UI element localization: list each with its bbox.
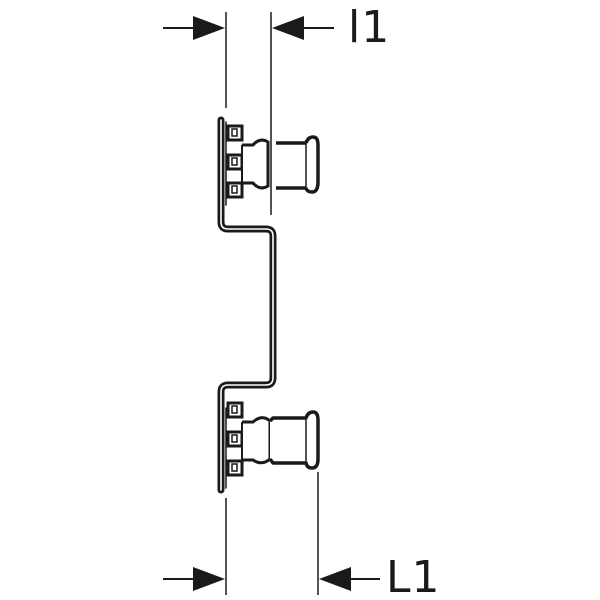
arrowhead-right-icon (193, 567, 225, 591)
arrowhead-right-icon (193, 16, 225, 40)
upper-connector (226, 124, 320, 199)
clip-block (226, 459, 244, 477)
lower-connector (226, 401, 320, 477)
clip-block (226, 401, 244, 419)
dimension-bottom-L1 (163, 472, 380, 595)
dimension-label-l1: l1 (348, 2, 391, 53)
clip-block (226, 124, 244, 142)
clip-block (226, 153, 244, 171)
dimension-label-L1: L1 (386, 552, 441, 600)
arrowhead-left-icon (272, 16, 304, 40)
clip-block (226, 181, 244, 199)
arrowhead-left-icon (319, 567, 351, 591)
mounting-rail (217, 116, 277, 494)
clip-block (226, 430, 244, 448)
dimension-top-l1 (163, 12, 334, 215)
